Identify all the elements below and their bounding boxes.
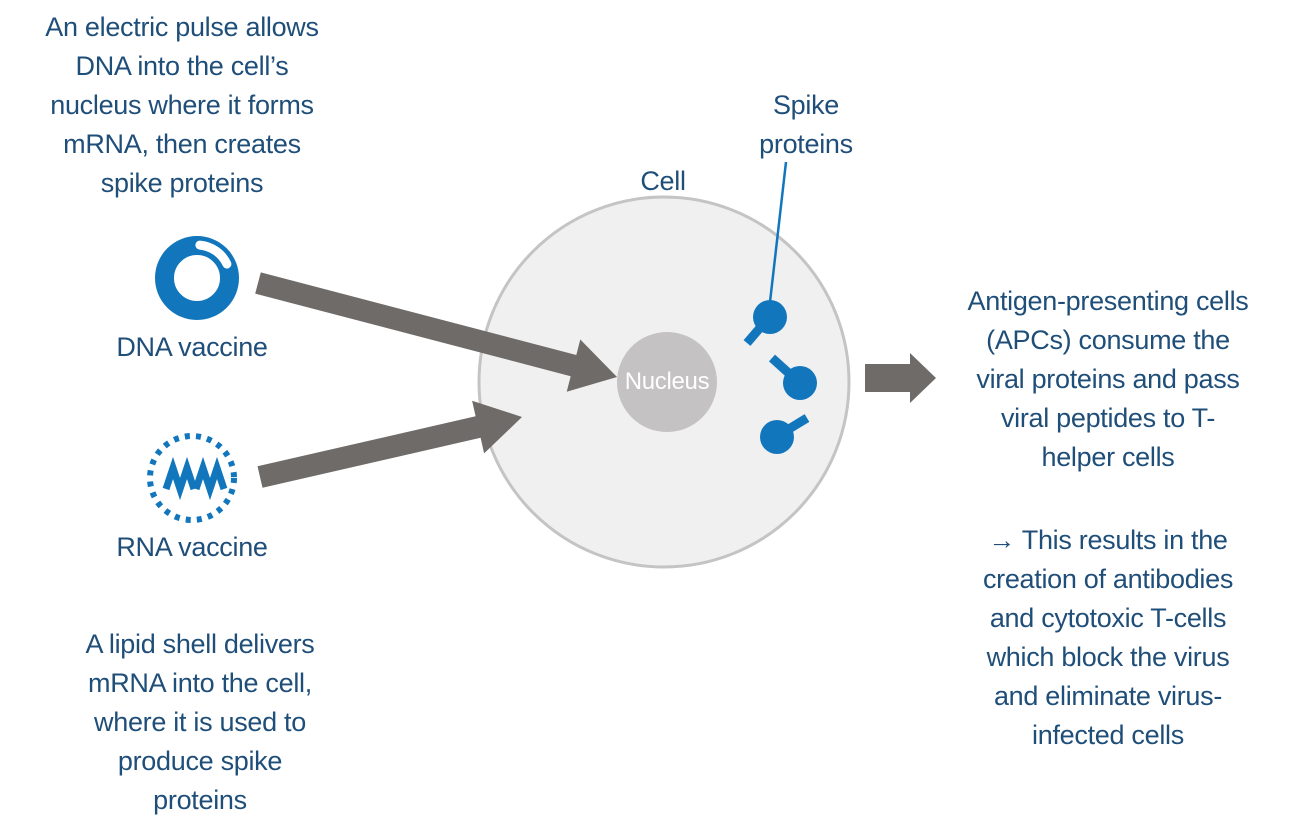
note-line: where it is used to (94, 707, 306, 737)
label-line: Spike (772, 90, 840, 120)
note-line: A lipid shell delivers (85, 629, 315, 659)
note-line: and eliminate virus- (993, 681, 1223, 711)
arrow-dna-to-nucleus (255, 272, 617, 392)
dna-vaccine-label: DNA vaccine (116, 332, 268, 362)
nucleus-circle (617, 332, 717, 432)
result-note: → This results in the creation of antibo… (941, 521, 1275, 755)
spike-protein-icon (760, 414, 810, 454)
spike-head (783, 366, 817, 400)
note-line: DNA into the cell’s (75, 51, 289, 81)
note-line: viral peptides to T- (1000, 403, 1216, 433)
nucleus-label: Nucleus (624, 368, 710, 395)
note-line: and cytotoxic T-cells (989, 603, 1227, 633)
rna-vaccine-label: RNA vaccine (116, 532, 268, 562)
note-line: mRNA into the cell, (88, 668, 312, 698)
apc-note: Antigen-presenting cells (APCs) consume … (941, 282, 1275, 477)
callout-line-icon (768, 161, 788, 303)
arrow-rna-to-cell (257, 400, 522, 488)
spike-protein-icon (743, 300, 787, 346)
label-line: proteins (759, 129, 853, 159)
note-line: mRNA, then creates (63, 129, 301, 159)
note-line: An electric pulse allows (45, 12, 319, 42)
lipid-shell-note: A lipid shell delivers mRNA into the cel… (30, 625, 370, 820)
electric-pulse-note: An electric pulse allows DNA into the ce… (6, 8, 358, 203)
spike-proteins-label: Spike proteins (741, 86, 871, 164)
note-line: produce spike (117, 746, 283, 776)
note-line: creation of antibodies (982, 564, 1234, 594)
cell-label: Cell (640, 166, 686, 196)
rna-lipid-shell-icon (147, 433, 237, 523)
note-line: nucleus where it forms (50, 90, 314, 120)
note-line: proteins (153, 785, 247, 815)
note-line: viral proteins and pass (976, 364, 1240, 394)
mrna-squiggle-icon (192, 456, 228, 501)
lipid-shell-dotted-circle (147, 433, 237, 523)
note-line: Antigen-presenting cells (967, 286, 1249, 316)
note-line: spike proteins (100, 168, 264, 198)
spike-head (760, 420, 794, 454)
spike-head (753, 300, 787, 334)
note-line: helper cells (1041, 442, 1175, 472)
dna-plasmid-ring-icon (155, 236, 239, 320)
mrna-squiggle-icon (162, 456, 198, 501)
plasmid-gap-notch (195, 240, 232, 269)
note-line: infected cells (1032, 720, 1184, 750)
arrow-cell-to-apc (865, 353, 936, 403)
spike-protein-icon (768, 354, 817, 400)
note-line: → This results in the (988, 525, 1228, 555)
note-line: (APCs) consume the (986, 325, 1230, 355)
note-line: which block the virus (986, 642, 1230, 672)
